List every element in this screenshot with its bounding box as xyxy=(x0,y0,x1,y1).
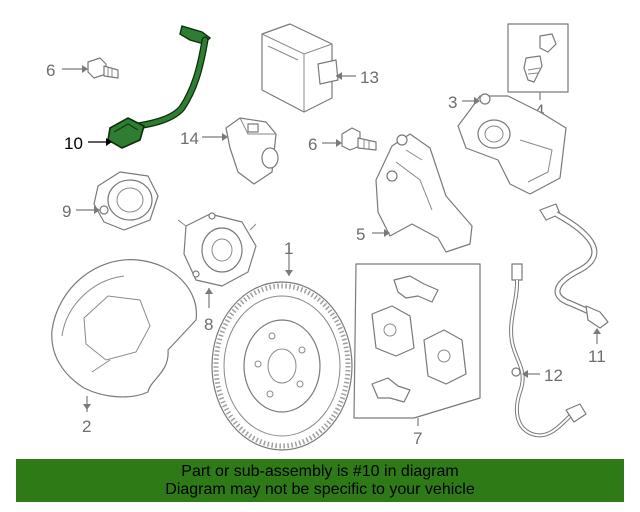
arrow-5 xyxy=(384,229,390,237)
brake-rotor-1 xyxy=(211,281,353,451)
callout-12: 12 xyxy=(544,366,563,385)
control-module-13 xyxy=(261,23,339,113)
arrow-6a xyxy=(82,65,88,73)
callout-1: 1 xyxy=(284,239,293,258)
callout-2: 2 xyxy=(82,417,91,436)
banner-line-disclaimer: Diagram may not be specific to your vehi… xyxy=(165,480,475,498)
callout-6-left: 6 xyxy=(46,61,55,80)
callout-4: 4 xyxy=(535,101,544,120)
arrow-1 xyxy=(285,270,293,276)
arrow-10 xyxy=(106,138,112,146)
callout-9: 9 xyxy=(62,202,71,221)
arrow-14 xyxy=(222,133,228,141)
arrow-3 xyxy=(474,97,480,105)
arrow-6b xyxy=(336,139,342,147)
bolt-kit-4 xyxy=(507,23,569,93)
callout-3: 3 xyxy=(448,93,457,112)
brake-wear-sensor-highlighted[interactable] xyxy=(107,25,212,149)
callout-14: 14 xyxy=(180,129,199,148)
callout-8: 8 xyxy=(204,315,213,334)
wheel-bearing-9 xyxy=(93,171,159,231)
info-banner: Part or sub-assembly is #10 in diagram D… xyxy=(16,459,624,502)
callout-7: 7 xyxy=(413,429,422,448)
arrow-12 xyxy=(522,370,528,378)
arrow-8 xyxy=(205,288,213,294)
brake-hose-11 xyxy=(539,203,609,329)
sensor-unit-14 xyxy=(225,117,279,185)
callout-11: 11 xyxy=(588,347,606,366)
abs-sensor-12 xyxy=(509,263,587,438)
arrow-13 xyxy=(336,72,342,80)
banner-line-part: Part or sub-assembly is #10 in diagram xyxy=(181,462,459,480)
caliper-carrier-5 xyxy=(375,133,473,253)
wheel-hub-8 xyxy=(177,212,257,287)
caliper-housing-3 xyxy=(457,93,567,195)
callout-5: 5 xyxy=(356,225,365,244)
brake-pad-set-7 xyxy=(353,263,481,419)
arrow-9 xyxy=(94,206,100,214)
callout-6-middle: 6 xyxy=(308,135,317,154)
callout-10: 10 xyxy=(64,134,83,153)
dust-shield-2 xyxy=(51,259,198,398)
arrow-11 xyxy=(593,328,601,334)
bolt-6-left xyxy=(87,57,119,79)
bolt-6-middle xyxy=(341,127,377,151)
arrow-2 xyxy=(83,404,91,410)
callout-13: 13 xyxy=(360,68,379,87)
